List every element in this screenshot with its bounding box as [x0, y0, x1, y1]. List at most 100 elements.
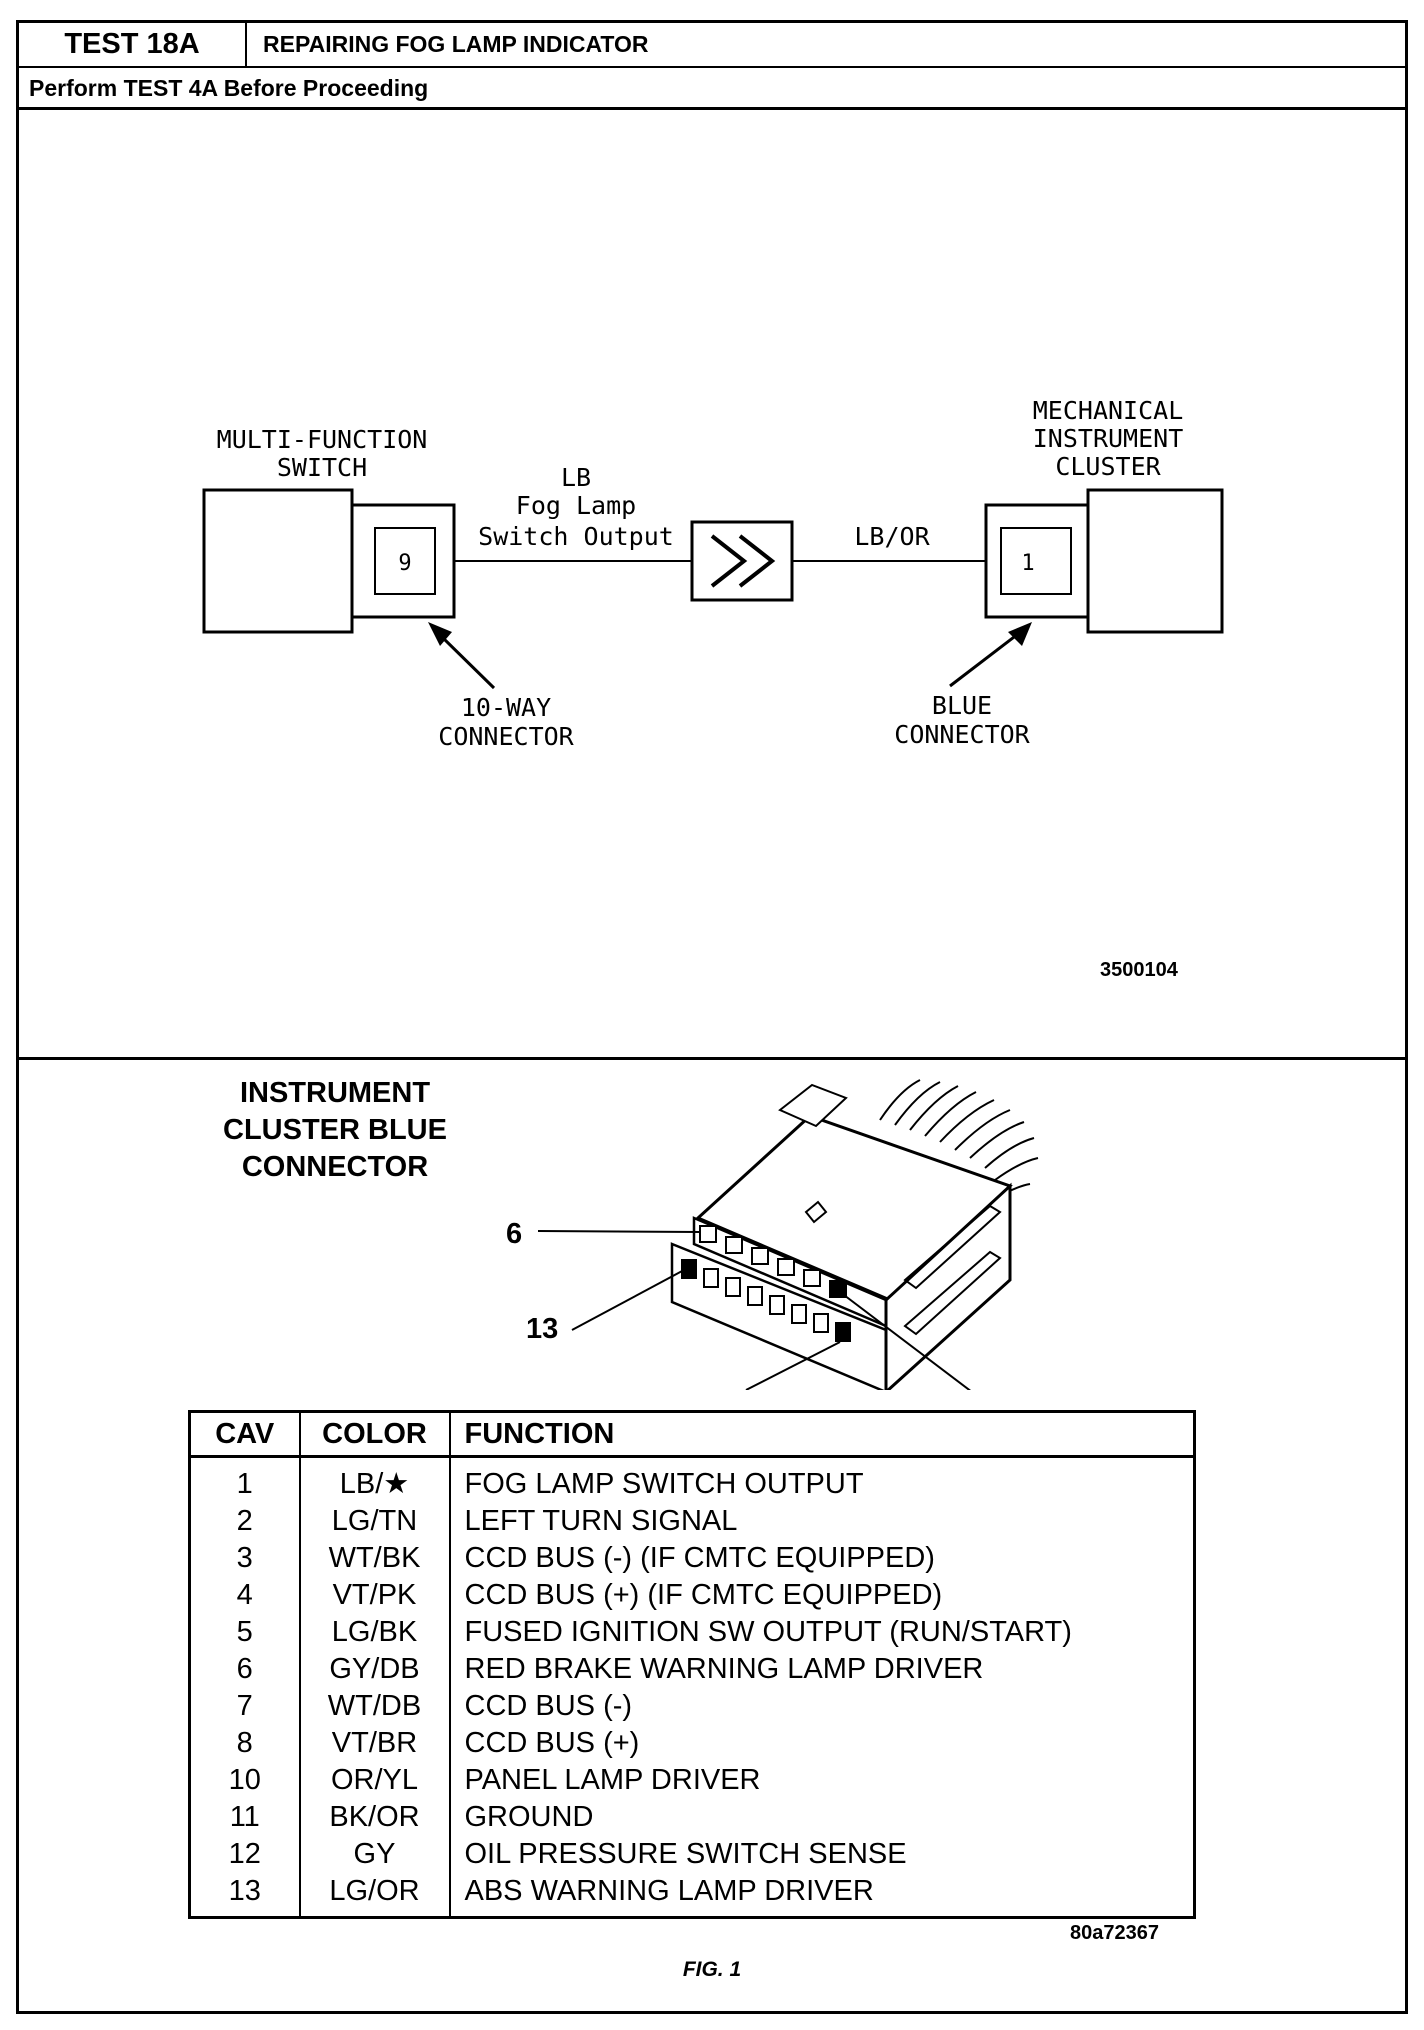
inline-connector-chevron-2	[738, 534, 776, 588]
connector-view-title: INSTRUMENT CLUSTER BLUE CONNECTOR	[180, 1075, 490, 1186]
color-cell: LB/★	[299, 1456, 451, 1503]
color-cell: WT/DB	[299, 1688, 451, 1725]
cav-cell: 8	[189, 1725, 301, 1762]
callout-13-label: 13	[526, 1313, 558, 1345]
connector-side-rib	[903, 1204, 1002, 1290]
color-cell: GY	[299, 1836, 451, 1873]
header-row: TEST 18A REPAIRING FOG LAMP INDICATOR	[19, 23, 1405, 68]
color-cell: WT/BK	[299, 1540, 451, 1577]
right-connector-arrowhead	[1008, 622, 1032, 646]
color-cell: VT/BR	[299, 1725, 451, 1762]
right-wire-color: LB/OR	[854, 522, 930, 551]
callout-13-leader	[571, 1269, 685, 1331]
cav-cell: 13	[189, 1873, 301, 1918]
color-cell: BK/OR	[299, 1799, 451, 1836]
function-cell: CCD BUS (+) (IF CMTC EQUIPPED)	[464, 1579, 943, 1611]
left-pin-number: 9	[398, 551, 411, 576]
figure-code: 80a72367	[1070, 1922, 1159, 1944]
color-cell: VT/PK	[299, 1577, 451, 1614]
callout-1-label: 1	[976, 1385, 992, 1390]
multi-function-switch-body	[202, 488, 354, 634]
right-connector-arrow-shaft	[949, 632, 1019, 688]
left-connector-label-1: 10-WAY	[461, 693, 551, 722]
cav-cell: 6	[189, 1651, 301, 1688]
connector-upper-pins	[699, 1225, 847, 1298]
cav-cell: 11	[189, 1799, 301, 1836]
cav-cell: 12	[189, 1836, 301, 1873]
connector-title-line-3: CONNECTOR	[241, 1151, 429, 1183]
connector-illustration: 6 13 7 1	[506, 1079, 1039, 1390]
callout-6-leader	[537, 1230, 701, 1233]
prerequisite-note: Perform TEST 4A Before Proceeding	[19, 66, 1405, 110]
callout-7-label: 7	[716, 1385, 732, 1390]
function-cell: PANEL LAMP DRIVER	[464, 1764, 761, 1796]
left-wire-color: LB	[561, 463, 591, 492]
cav-cell: 10	[189, 1762, 301, 1799]
connector-latch	[778, 1083, 848, 1128]
instrument-cluster-body	[1086, 488, 1224, 634]
color-cell: LG/BK	[299, 1614, 451, 1651]
function-cell: OIL PRESSURE SWITCH SENSE	[464, 1838, 907, 1870]
cav-cell: 4	[189, 1577, 301, 1614]
page-frame: TEST 18A REPAIRING FOG LAMP INDICATOR Pe…	[16, 20, 1408, 2014]
callout-6-label: 6	[506, 1218, 522, 1250]
callout-7-leader	[745, 1341, 841, 1390]
color-cell: OR/YL	[299, 1762, 451, 1799]
figure-caption: FIG. 1	[682, 1958, 742, 1981]
inline-connector-chevron-1	[710, 534, 748, 588]
right-pin-box	[1000, 527, 1072, 595]
cav-cell: 2	[189, 1503, 301, 1540]
left-connector-arrow-shaft	[438, 633, 496, 690]
right-component-label-1: MECHANICAL	[1033, 396, 1184, 425]
color-cell: LG/TN	[299, 1503, 451, 1540]
cav-cell: 3	[189, 1540, 301, 1577]
function-cell: CCD BUS (-) (IF CMTC EQUIPPED)	[464, 1542, 935, 1574]
right-connector-label-1: BLUE	[932, 691, 992, 720]
connector-key-mark	[804, 1200, 828, 1224]
connector-wire-bundle	[879, 1079, 1039, 1197]
test-title: REPAIRING FOG LAMP INDICATOR	[263, 31, 649, 57]
function-cell: GROUND	[464, 1801, 594, 1833]
cav-cell: 1	[189, 1456, 301, 1503]
color-cell: LG/OR	[299, 1873, 451, 1918]
section-divider	[19, 1057, 1405, 1060]
left-connector-label-2: CONNECTOR	[438, 722, 574, 751]
right-connector-label-2: CONNECTOR	[894, 720, 1030, 749]
test-id: TEST 18A	[19, 23, 247, 66]
right-component-label-2: INSTRUMENT	[1033, 424, 1184, 453]
diagram-figure-id: 3500104	[1100, 959, 1179, 981]
left-wire-label-1: Fog Lamp	[516, 491, 636, 520]
connector-side-rib-2	[903, 1250, 1002, 1336]
left-component-label-2: SWITCH	[277, 453, 367, 482]
right-pin-number: 1	[1021, 551, 1034, 576]
col-header-function: FUNCTION	[449, 1411, 1195, 1458]
col-header-color: COLOR	[299, 1411, 451, 1458]
connector-lower-pins	[681, 1259, 851, 1342]
cav-cell: 5	[189, 1614, 301, 1651]
function-cell: ABS WARNING LAMP DRIVER	[464, 1875, 874, 1907]
function-cell: FOG LAMP SWITCH OUTPUT	[464, 1468, 864, 1500]
function-cell: LEFT TURN SIGNAL	[464, 1505, 738, 1537]
function-cell: RED BRAKE WARNING LAMP DRIVER	[464, 1653, 984, 1685]
cav-cell: 7	[189, 1688, 301, 1725]
col-header-cav: CAV	[189, 1411, 301, 1458]
left-wire-label-2: Switch Output	[478, 522, 674, 551]
left-component-label-1: MULTI-FUNCTION	[217, 425, 428, 454]
right-component-label-3: CLUSTER	[1055, 452, 1161, 481]
left-connector-arrowhead	[428, 622, 452, 646]
callout-1-leader	[839, 1291, 972, 1390]
function-cell: CCD BUS (+)	[464, 1727, 640, 1759]
function-cell: FUSED IGNITION SW OUTPUT (RUN/START)	[464, 1616, 1072, 1648]
